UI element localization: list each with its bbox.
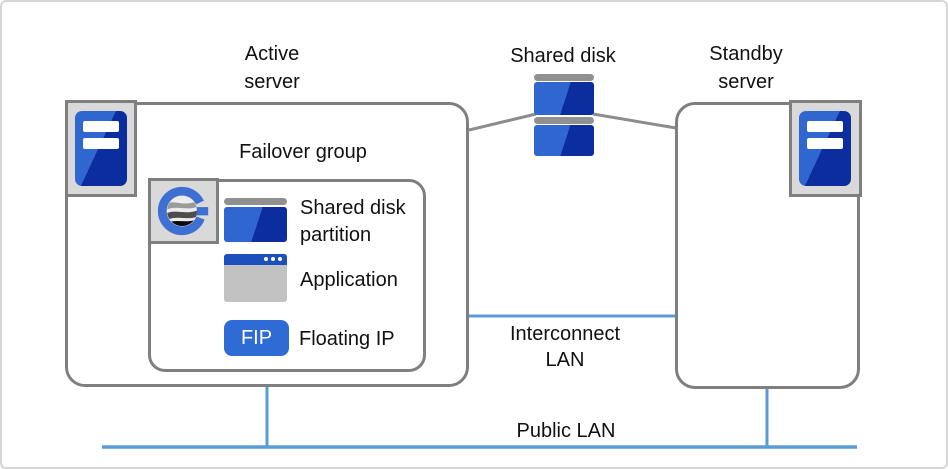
active-server-icon <box>65 100 137 197</box>
failover-group-label: Failover group <box>239 141 367 163</box>
application-label: Application <box>300 269 398 291</box>
interconnect-lan-label: Interconnect LAN <box>509 323 621 371</box>
shared-disk-partition-label: Shared disk partition <box>300 197 406 246</box>
server-tower-icon <box>75 111 127 186</box>
shared-disk-label: Shared disk <box>510 45 616 67</box>
cluster-logo-graphic <box>157 186 208 236</box>
active-server-label: Active server <box>244 43 300 93</box>
fip-badge: FIP <box>224 320 289 356</box>
wire-disk-to-active <box>468 112 537 132</box>
wire-disk-to-standby <box>592 112 677 130</box>
cluster-logo-icon <box>148 178 219 244</box>
standby-server-icon <box>789 100 862 197</box>
application-window-icon <box>224 254 287 302</box>
disk-partition-icon <box>224 198 287 242</box>
server-tower-icon <box>799 111 851 186</box>
shared-disk-icon <box>534 74 594 156</box>
standby-server-label: Standby server <box>709 43 783 93</box>
floating-ip-label: Floating IP <box>299 328 395 350</box>
public-lan-label: Public LAN <box>516 420 616 442</box>
